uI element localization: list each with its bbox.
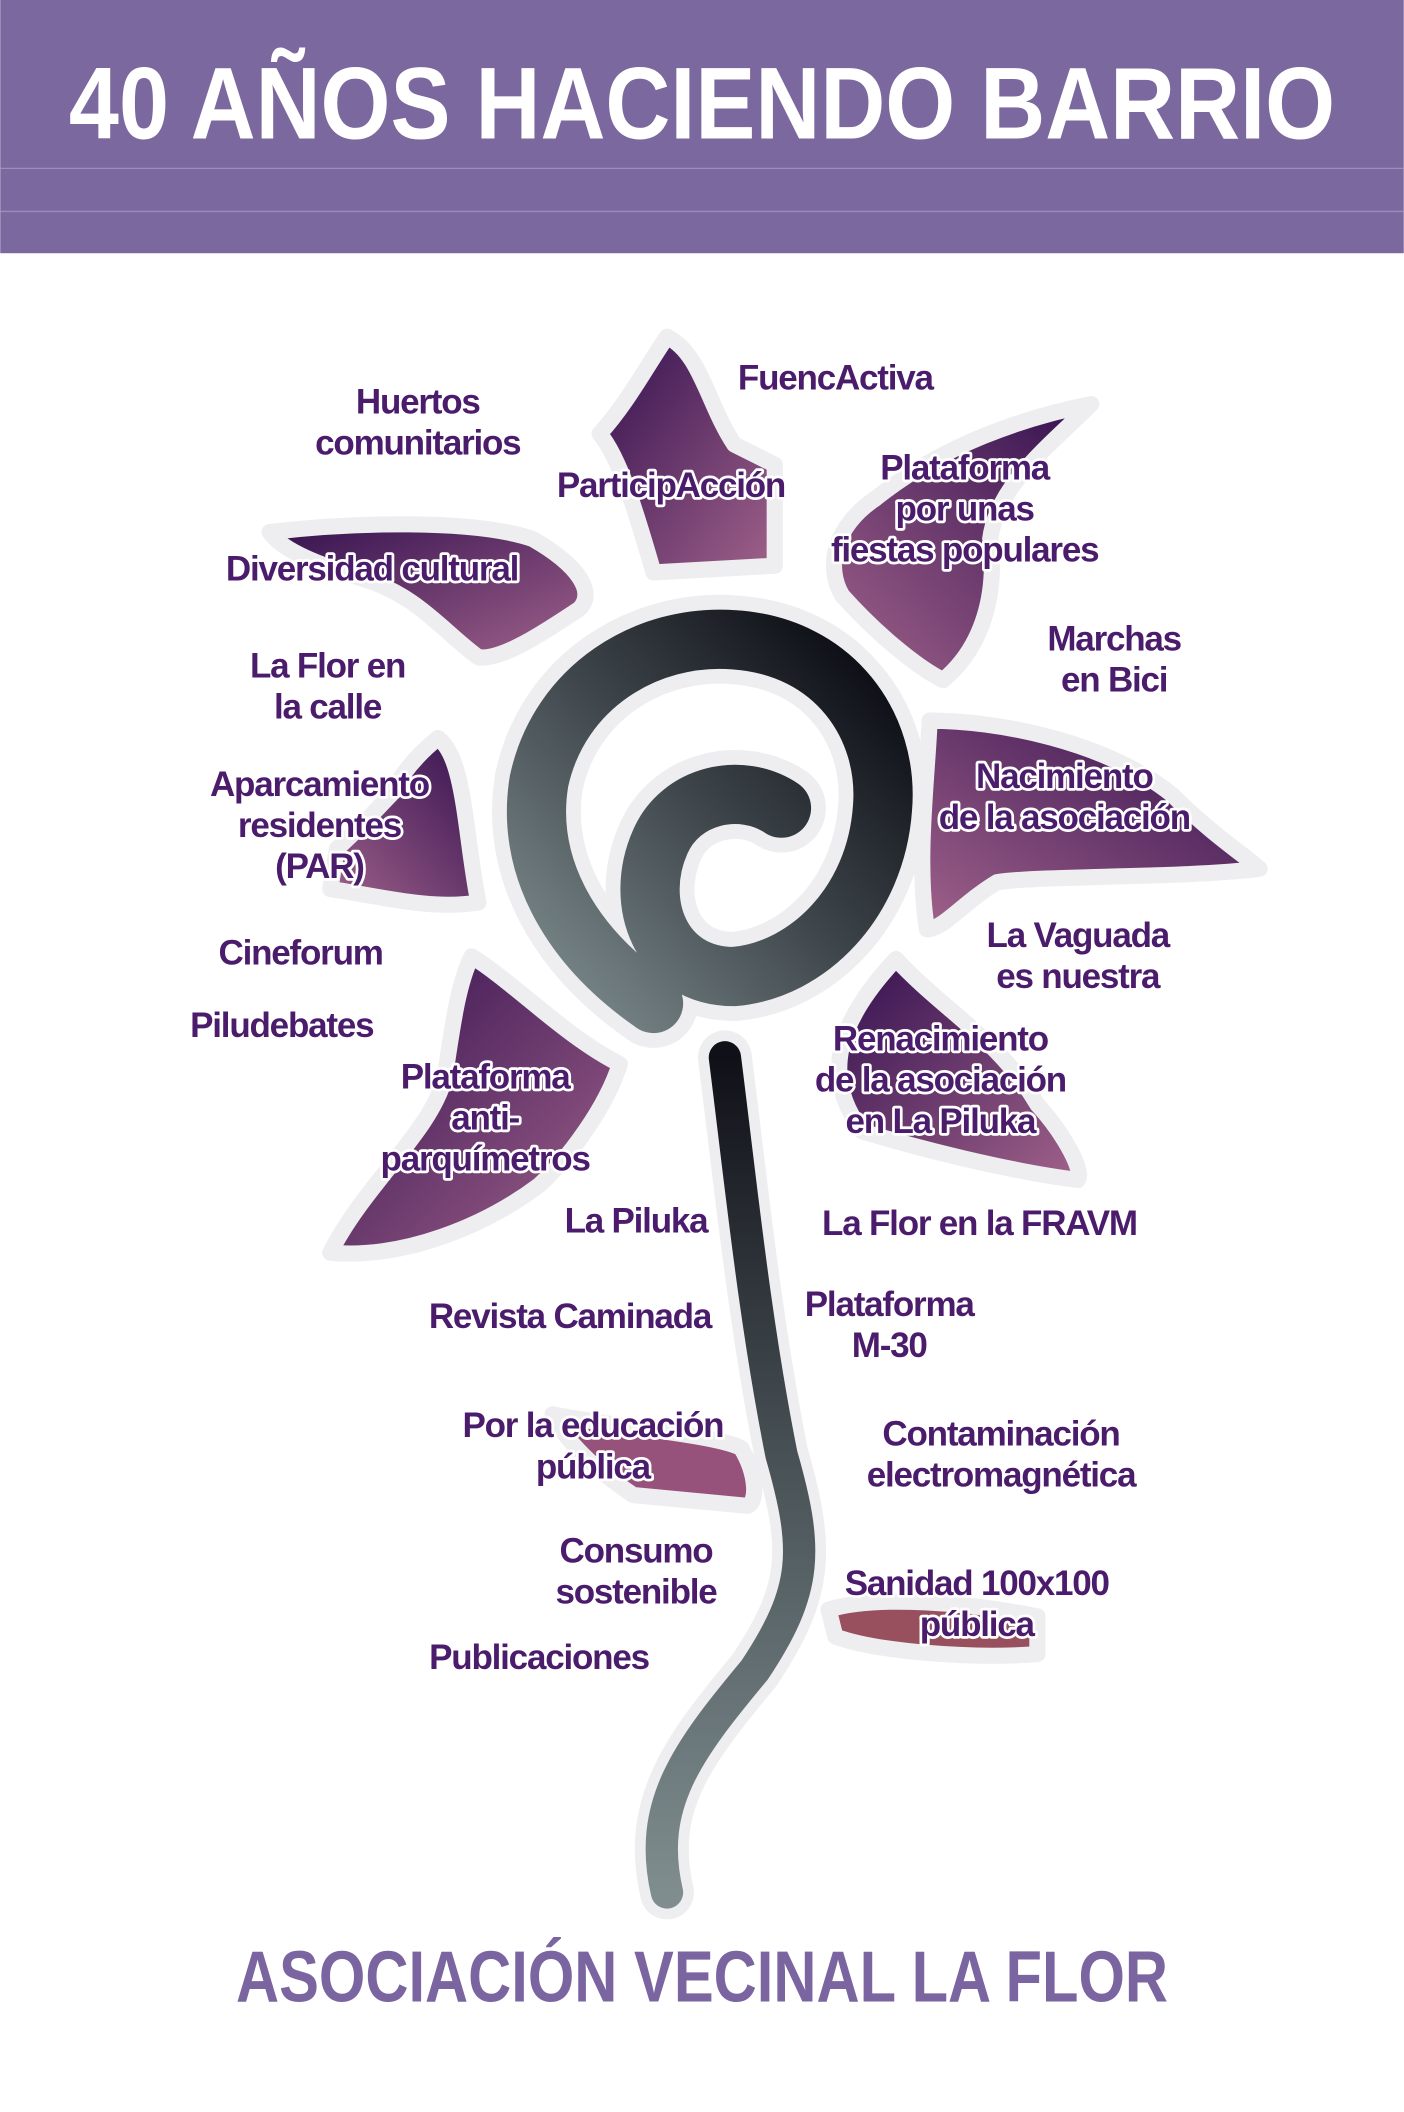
activity-label: Cineforum — [216, 931, 387, 975]
petal-left-bottom — [322, 948, 628, 1262]
activity-label-line: en La Piluka — [846, 1102, 1038, 1141]
activity-label: La Piluka — [562, 1199, 713, 1243]
flower-stem — [634, 1030, 827, 1920]
activity-label-line: fiestas populares — [831, 531, 1099, 570]
activity-label-line: parquímetros — [381, 1139, 591, 1178]
activity-label-line: La Flor en la FRAVM — [822, 1204, 1137, 1243]
activity-label: Publicaciones — [426, 1635, 653, 1679]
activity-label-line: La Vaguada — [987, 916, 1171, 955]
activity-label: FuencActiva — [735, 356, 938, 400]
activity-label-line: Huertos — [356, 383, 481, 422]
activity-label-line: FuencActiva — [738, 358, 935, 397]
activity-label-line: Consumo — [560, 1531, 714, 1570]
activity-label-line: M-30 — [852, 1326, 928, 1365]
activity-label-line: Publicaciones — [429, 1638, 649, 1677]
petal-top-right — [825, 396, 1100, 689]
activity-label-line: ParticipAcción — [557, 466, 785, 505]
activity-label-line: por unas — [896, 490, 1035, 529]
activity-label-line: Revista Caminada — [429, 1297, 713, 1336]
activity-label-line: Por la educación — [462, 1406, 723, 1445]
poster-title: 40 AÑOS HACIENDO BARRIO — [69, 46, 1335, 161]
activity-label-line: (PAR) — [275, 847, 364, 886]
activity-label: Revista Caminada — [426, 1294, 717, 1338]
activity-label-line: Aparcamiento — [210, 765, 430, 804]
activity-label-line: anti- — [451, 1098, 519, 1137]
activity-label-line: Piludebates — [190, 1006, 374, 1045]
flower-spiral — [492, 594, 928, 1048]
activity-label-line: Plataforma — [805, 1285, 976, 1324]
activity-label-line: Cineforum — [219, 933, 383, 972]
activity-label-line: residentes — [238, 806, 402, 845]
activity-label-line: Marchas — [1047, 620, 1181, 659]
leaf-right — [820, 1593, 1046, 1664]
petal-left — [322, 730, 487, 913]
activity-label-line: Sanidad 100x100 — [845, 1564, 1110, 1603]
activity-label-line: sostenible — [555, 1573, 717, 1612]
activity-label-line: Contaminación — [882, 1414, 1119, 1453]
activity-label: Diversidad cultural — [223, 547, 522, 591]
activity-label-line: Renacimiento — [833, 1020, 1049, 1059]
petal-top — [591, 328, 783, 581]
activity-label-line: Diversidad cultural — [226, 550, 518, 589]
activity-label-line: la calle — [274, 688, 382, 727]
activity-label-line: en Bici — [1061, 661, 1167, 700]
activity-label-line: Plataforma — [401, 1057, 572, 1096]
activity-label: La Flor en la FRAVM — [819, 1201, 1140, 1245]
organization-name: ASOCIACIÓN VECINAL LA FLOR — [236, 1937, 1168, 2018]
activity-label-line: La Piluka — [565, 1201, 710, 1240]
flower-petals — [261, 328, 1268, 1664]
activity-label-line: es nuestra — [996, 957, 1161, 996]
activity-label-line: comunitarios — [315, 424, 521, 463]
header-banner: 40 AÑOS HACIENDO BARRIO — [0, 0, 1404, 254]
activity-label-line: La Flor en — [250, 647, 405, 686]
petal-right-bottom — [831, 950, 1088, 1188]
leaf-left — [544, 1406, 763, 1514]
activity-label-line: pública — [920, 1605, 1036, 1644]
activity-label-line: de la asociación — [939, 798, 1190, 837]
activity-label-line: pública — [536, 1447, 652, 1486]
petal-left-top — [261, 516, 594, 666]
activity-label-line: de la asociación — [815, 1061, 1066, 1100]
activity-label-line: Nacimiento — [976, 757, 1153, 796]
activity-label: Piludebates — [187, 1003, 378, 1047]
petal-right — [914, 712, 1268, 938]
activity-label: ParticipAcción — [554, 463, 789, 507]
activity-label-line: Plataforma — [880, 449, 1051, 488]
activity-label-line: electromagnética — [867, 1455, 1137, 1494]
